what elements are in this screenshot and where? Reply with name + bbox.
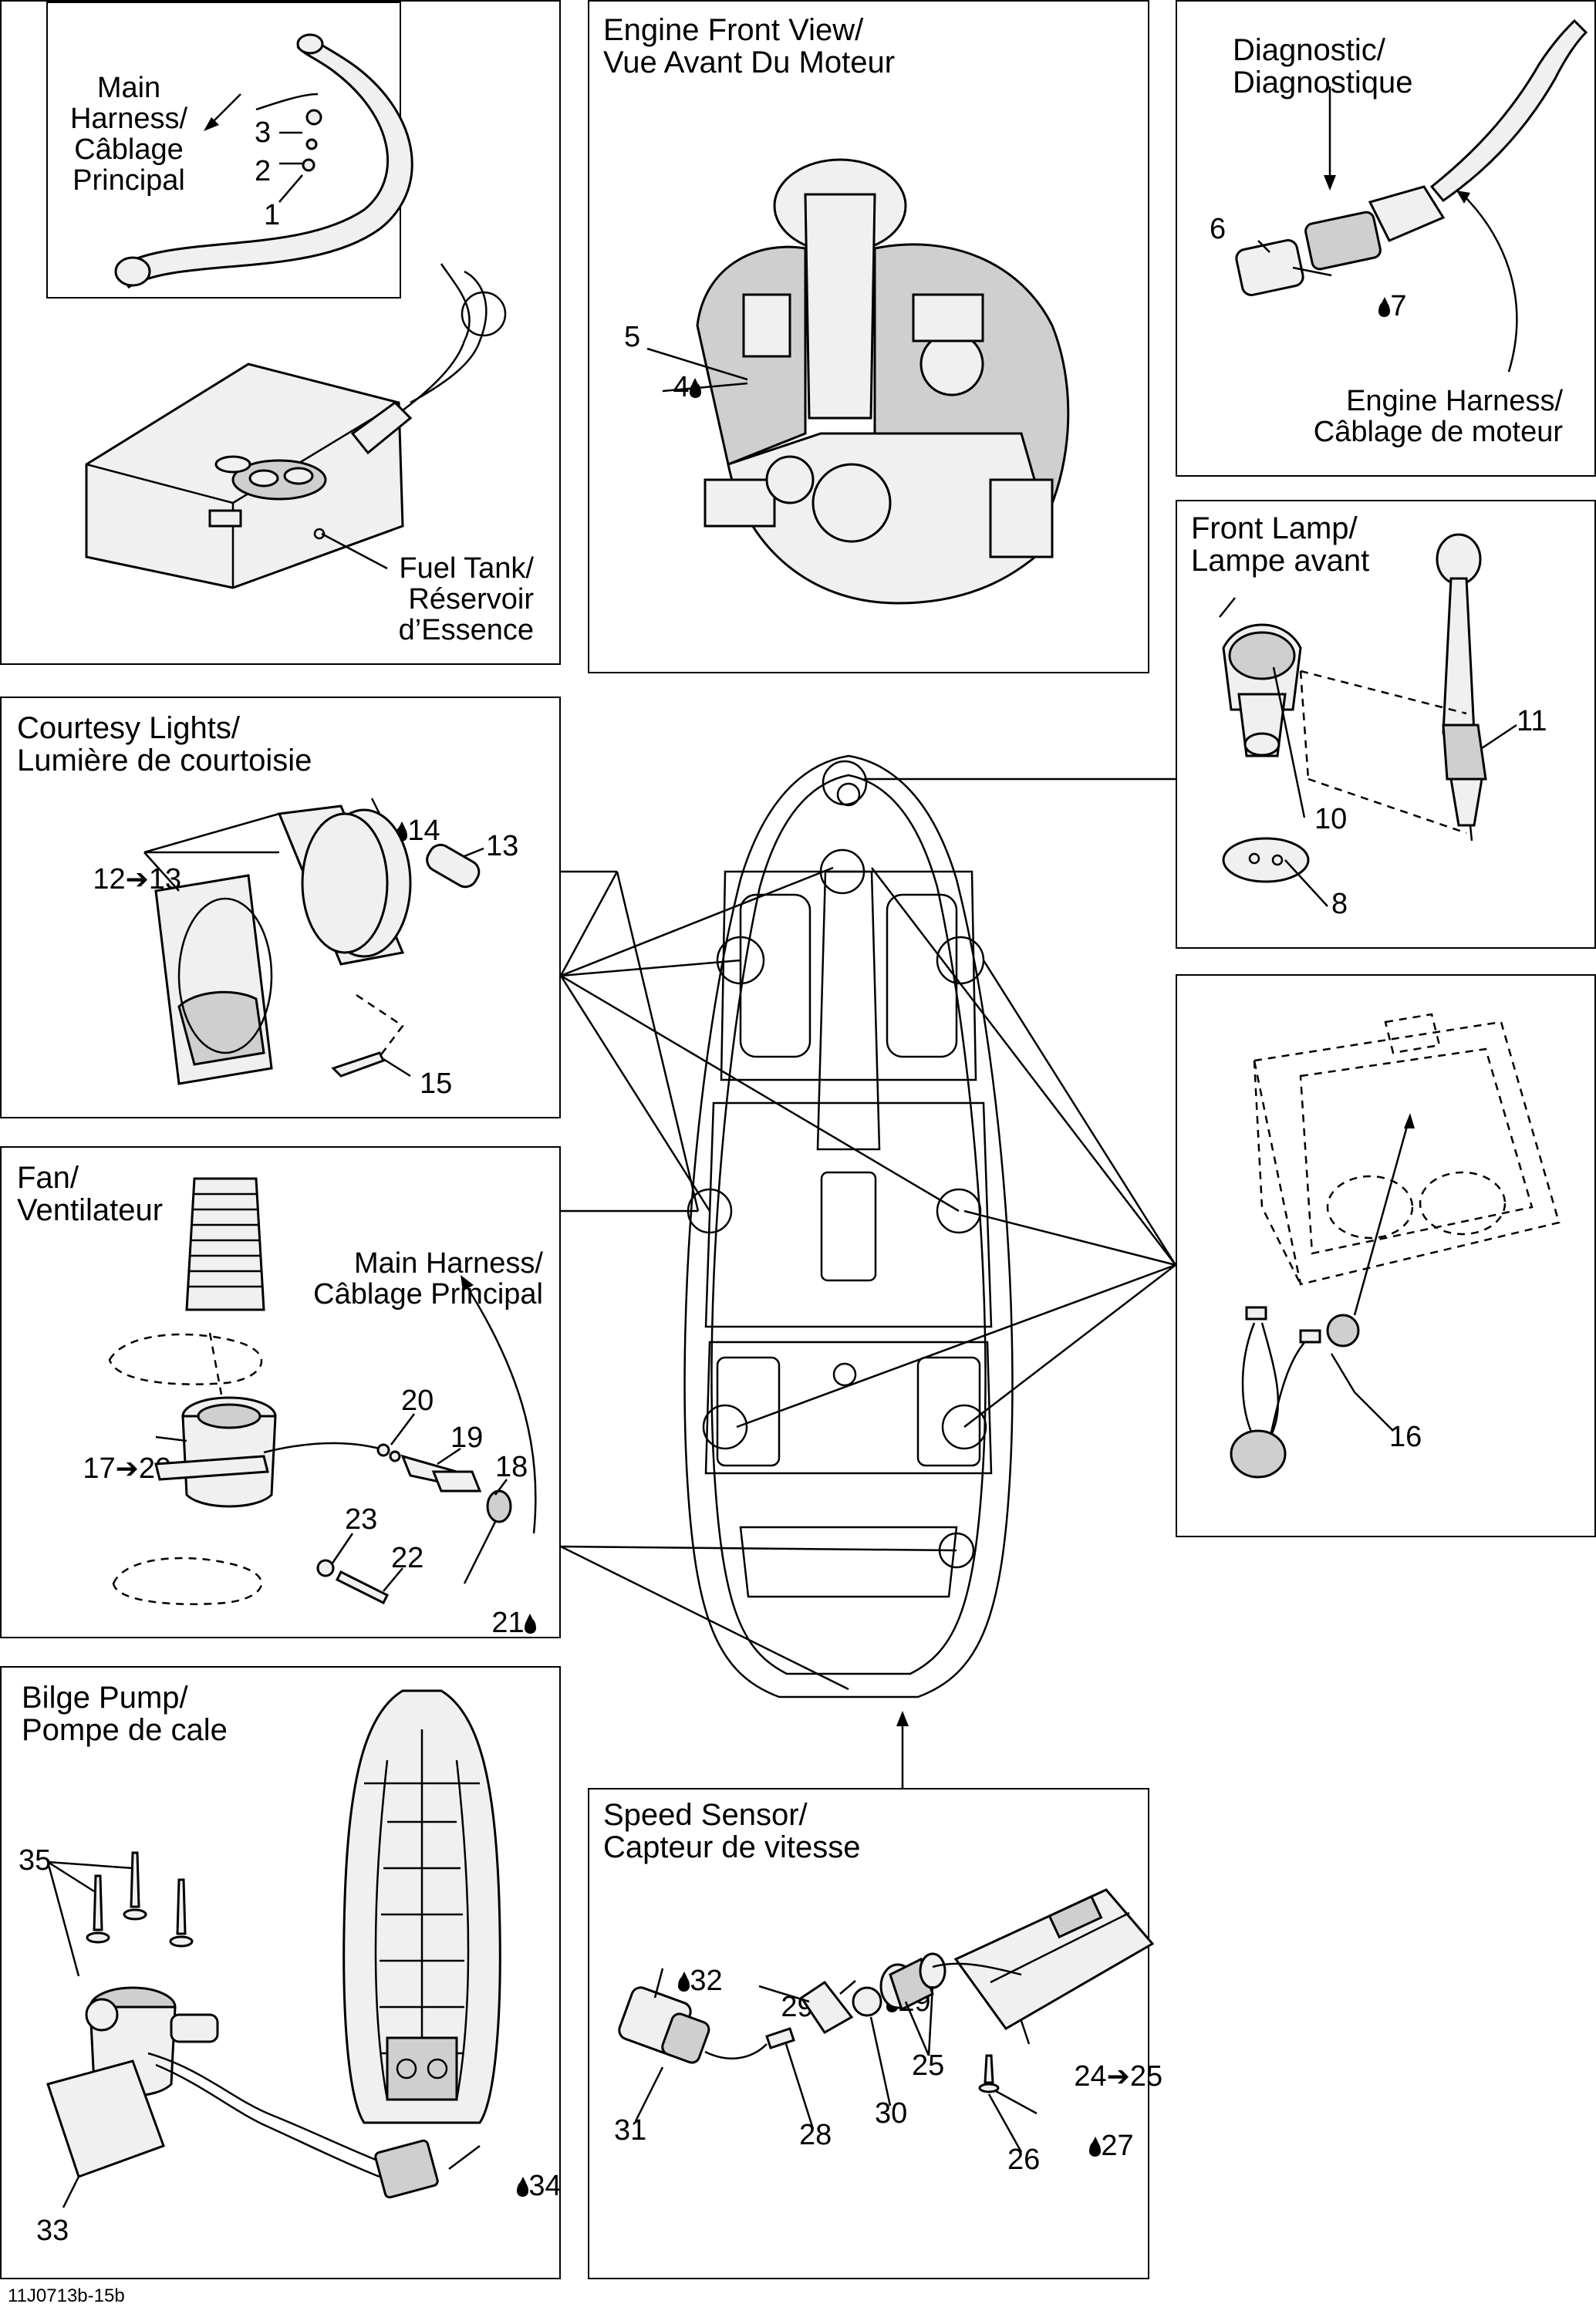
grease-drop-icon	[517, 2177, 529, 2197]
callout-20: 20	[401, 1385, 434, 1417]
callout-7-row: 7	[1330, 260, 1407, 352]
bilge-title: Bilge Pump/ Pompe de cale	[22, 1681, 228, 1747]
speed-sensor-panel: Speed Sensor/ Capteur de vitesse 32 29 2…	[588, 1788, 1162, 2279]
front-lamp-drawing	[1219, 533, 1517, 907]
courtesy-title: Courtesy Lights/ Lumière de courtoisie	[17, 711, 312, 778]
callout-10: 10	[1314, 803, 1348, 835]
grease-drop-icon	[1089, 2137, 1102, 2157]
range-arrow-icon: ➔	[115, 1452, 139, 1484]
callout-17: 17	[83, 1452, 116, 1485]
callout-7: 7	[1390, 290, 1407, 322]
callout-21-row: 21	[443, 1577, 536, 1669]
callout-2: 2	[255, 155, 272, 187]
grease-drop-icon	[678, 1972, 690, 1992]
callout-17-20-row: 17➔20	[34, 1422, 171, 1515]
callout-32-row: 32	[629, 1935, 723, 2027]
engine-harness-label: Engine Harness/ Câblage de moteur	[1313, 385, 1563, 448]
grease-drop-icon	[524, 1614, 536, 1634]
speed-sensor-title: Speed Sensor/ Capteur de vitesse	[603, 1798, 861, 1864]
callout-22: 22	[391, 1542, 424, 1574]
fuel-tank-panel: Main Harness/ Câblage Principal 3 2 1 Fu…	[0, 0, 561, 665]
callout-3: 3	[255, 116, 272, 149]
courtesy-lights-drawing	[143, 798, 484, 1085]
courtesy-lights-panel: Courtesy Lights/ Lumière de courtoisie 1…	[0, 697, 561, 1118]
main-harness-label: Main Harness/ Câblage Principal	[69, 72, 188, 197]
callout-12-13-row: 12➔13	[44, 833, 181, 926]
diagnostic-panel: Diagnostic/ Diagnostique 6 7 Engine Harn…	[1176, 0, 1596, 477]
callout-34: 34	[528, 2170, 562, 2202]
fan-title: Fan/ Ventilateur	[17, 1161, 164, 1227]
callout-27-row: 27	[1041, 2100, 1134, 2192]
callout-19: 19	[450, 1422, 484, 1454]
front-lamp-panel: Front Lamp/ Lampe avant 9 11 10 8	[1176, 500, 1596, 949]
grease-drop-icon	[689, 378, 701, 398]
callout-1: 1	[264, 199, 281, 231]
figure-reference: 11J0713b-15b	[8, 2285, 125, 2306]
callout-28: 28	[799, 2119, 832, 2151]
engine-front-title: Engine Front View/ Vue Avant Du Moteur	[603, 13, 896, 79]
callout-16: 16	[1389, 1421, 1422, 1453]
fan-panel: Fan/ Ventilateur Main Harness/ Câblage P…	[0, 1146, 561, 1638]
diagnostic-drawing	[1235, 19, 1588, 373]
engine-drawing	[646, 158, 1070, 605]
callout-23: 23	[345, 1503, 378, 1536]
fuel-tank-drawing	[85, 33, 507, 589]
callout-11: 11	[1517, 705, 1547, 737]
callout-30: 30	[875, 2097, 908, 2130]
range-arrow-icon: ➔	[125, 863, 149, 895]
engine-front-panel: Engine Front View/ Vue Avant Du Moteur 5…	[588, 0, 1149, 673]
callout-27: 27	[1101, 2130, 1134, 2162]
callout-24: 24	[1074, 2060, 1107, 2093]
fan-drawing	[108, 1177, 537, 1605]
bilge-pump-drawing	[46, 1689, 501, 2208]
callout-12: 12	[93, 863, 126, 896]
callout-26: 26	[1007, 2144, 1041, 2176]
callout-18: 18	[495, 1451, 528, 1483]
bilge-pump-panel: Bilge Pump/ Pompe de cale 35 34 33	[0, 1666, 562, 2279]
callout-5: 5	[624, 321, 641, 353]
callout-14: 14	[407, 815, 440, 847]
callout-15: 15	[420, 1068, 453, 1100]
callout-8: 8	[1331, 888, 1348, 920]
callout-21: 21	[491, 1607, 525, 1639]
callout-4-row: 4	[624, 341, 701, 433]
callout-14-row: 14	[347, 784, 440, 877]
front-lamp-title: Front Lamp/ Lampe avant	[1191, 511, 1370, 578]
range-arrow-icon: ➔	[1106, 2060, 1130, 2092]
switch-drawing	[1230, 1013, 1561, 1479]
callout-33: 33	[36, 2214, 69, 2247]
fuel-tank-label: Fuel Tank/ Réservoir d’Essence	[398, 552, 534, 646]
switch-panel: 16	[1176, 974, 1596, 1537]
diagnostic-title: Diagnostic/ Diagnostique	[1233, 33, 1413, 100]
callout-35: 35	[19, 1844, 52, 1877]
callout-32: 32	[690, 1965, 723, 1997]
callout-6: 6	[1210, 213, 1227, 245]
callout-24-25-row: 24➔25	[1025, 2030, 1162, 2123]
speed-sensor-drawing	[618, 1888, 1155, 2153]
grease-drop-icon	[1378, 297, 1391, 317]
fan-main-harness-label: Main Harness/ Câblage Principal	[313, 1247, 543, 1310]
callout-34-row: 34	[468, 2140, 562, 2232]
callout-31: 31	[614, 2114, 647, 2147]
callout-13: 13	[486, 830, 519, 862]
callout-4: 4	[673, 371, 690, 403]
callout-24-to: 25	[1129, 2060, 1163, 2093]
